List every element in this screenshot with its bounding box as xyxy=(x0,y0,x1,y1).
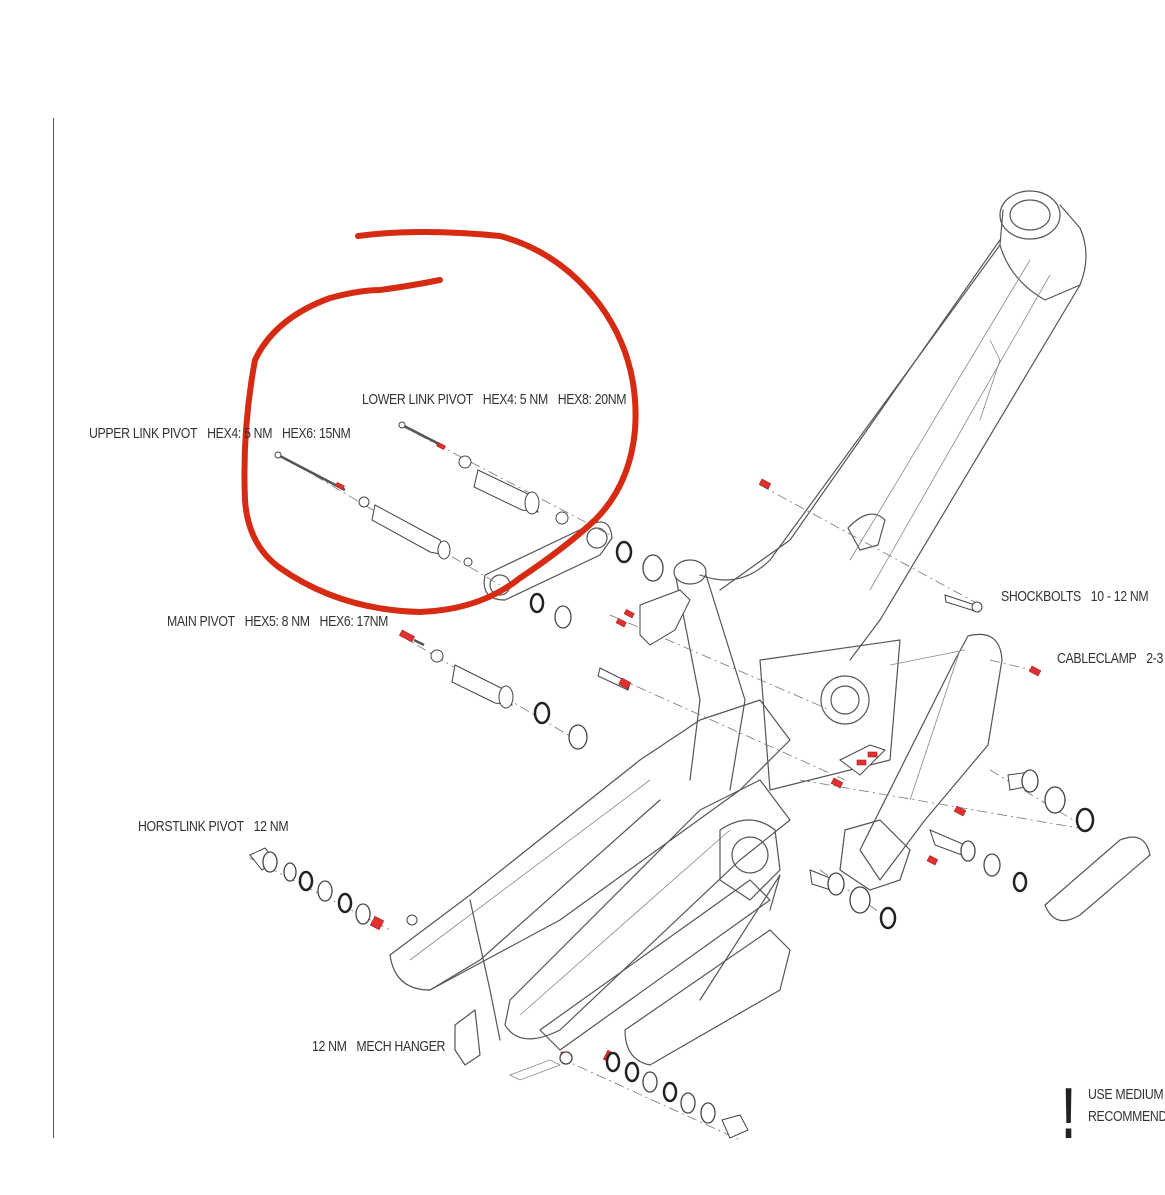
upper-rocker xyxy=(483,521,613,601)
rear-triangle xyxy=(389,699,791,1051)
cableclamp-label: CABLECLAMP 2-3 xyxy=(1057,650,1163,667)
main-pivot-torque-hex5: HEX5: 8 NM xyxy=(244,613,310,630)
upper-link-pivot-label: UPPER LINK PIVOT HEX4: 5 NM HEX6: 15NM xyxy=(89,425,351,442)
rear-axle-hardware xyxy=(559,1049,749,1139)
main-pivot-name: MAIN PIVOT xyxy=(167,613,235,630)
mech-hanger-torque: 12 NM xyxy=(312,1038,347,1055)
warning-text-line1: USE MEDIUM S xyxy=(1088,1086,1165,1103)
cableclamp-torque: 2-3 xyxy=(1146,650,1164,667)
main-pivot-label: MAIN PIVOT HEX5: 8 NM HEX6: 17NM xyxy=(167,613,388,630)
horstlink-pivot-name: HORSTLINK PIVOT xyxy=(138,818,244,835)
mech-hanger-part xyxy=(454,1009,481,1066)
main-pivot-torque-hex6: HEX6: 17NM xyxy=(319,613,389,630)
cableclamp-name: CABLECLAMP xyxy=(1057,650,1137,667)
right-bushings xyxy=(809,769,1095,930)
mech-hanger-label: 12 NM MECH HANGER xyxy=(312,1038,445,1055)
main-pivot-hardware xyxy=(399,629,588,750)
lower-link-hardware xyxy=(398,421,569,525)
misc-bolts xyxy=(597,478,1042,866)
seat-tube-top xyxy=(673,559,707,585)
lower-link-pivot-torque-hex8: HEX8: 20NM xyxy=(557,391,627,408)
assembly-axis-lines xyxy=(249,424,1091,1141)
red-annotation-circle xyxy=(241,229,639,615)
page-margin-line xyxy=(53,118,54,1138)
rocker-bearings xyxy=(529,540,664,629)
mech-hanger-name: MECH HANGER xyxy=(356,1038,446,1055)
warning-exclamation-icon: ! xyxy=(1062,1074,1076,1154)
lower-link-pivot-label: LOWER LINK PIVOT HEX4: 5 NM HEX8: 20NM xyxy=(362,391,627,408)
rocker-link xyxy=(839,633,1003,891)
horstlink-pivot-label: HORSTLINK PIVOT 12 NM xyxy=(138,818,289,835)
head-tube-top xyxy=(999,190,1061,240)
shockbolts-label: SHOCKBOLTS 10 - 12 NM xyxy=(1001,588,1149,605)
horstlink-pivot-torque: 12 NM xyxy=(253,818,289,835)
shockbolts-torque: 10 - 12 NM xyxy=(1090,588,1149,605)
horstlink-hardware xyxy=(249,847,418,931)
upper-link-pivot-torque-hex6: HEX6: 15NM xyxy=(281,425,351,442)
lower-link-pivot-torque-hex4: HEX4: 5 NM xyxy=(482,391,548,408)
shockbolts-name: SHOCKBOLTS xyxy=(1001,588,1081,605)
lower-link-pivot-name: LOWER LINK PIVOT xyxy=(362,391,473,408)
warning-text-line2: RECOMMENDE xyxy=(1088,1108,1165,1125)
bottom-bracket xyxy=(820,675,870,725)
front-triangle xyxy=(673,190,1087,791)
chainstay-guard-lower xyxy=(624,929,791,1066)
upper-link-pivot-torque-hex4: HEX4: 5 NM xyxy=(207,425,273,442)
upper-link-hardware xyxy=(274,451,473,567)
upper-link-pivot-name: UPPER LINK PIVOT xyxy=(89,425,198,442)
chainstay-guard-right xyxy=(1044,836,1151,922)
